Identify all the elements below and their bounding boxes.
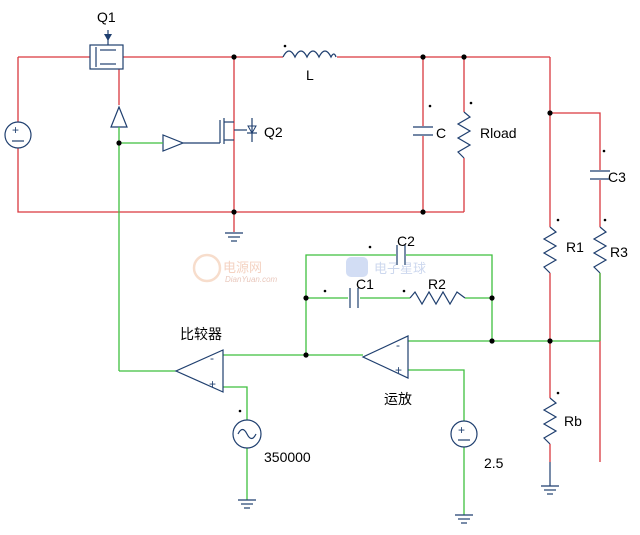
svg-text:+: +	[209, 377, 216, 391]
rb-resistor: Rb	[542, 391, 582, 445]
q2-mosfet: Q2	[162, 118, 283, 152]
watermark-left-brand: 电源网	[223, 260, 262, 275]
q1-mosfet: Q1	[89, 9, 124, 70]
inductor-label: L	[306, 67, 314, 83]
watermark-left-url: DianYuan.com	[225, 275, 278, 284]
watermark-right-brand: 电子星球	[374, 261, 426, 276]
junction-dots	[116, 54, 553, 358]
q1-label: Q1	[97, 9, 116, 25]
svg-text:+: +	[458, 423, 465, 437]
svg-text:-: -	[210, 351, 214, 365]
c1-label: C1	[356, 276, 374, 292]
c3-label: C3	[608, 169, 626, 185]
rb-label: Rb	[564, 413, 582, 429]
output-capacitor: C	[413, 104, 446, 141]
dianyuan-logo-icon	[192, 253, 222, 283]
opamp-label: 运放	[384, 391, 412, 407]
ramp-source-label: 350000	[264, 449, 311, 465]
r2-resistor: R2	[402, 276, 466, 306]
load-resistor: Rload	[456, 101, 517, 159]
q2-label: Q2	[264, 124, 283, 140]
rb-ground-icon	[541, 462, 559, 495]
c2-capacitor: C2	[368, 233, 415, 265]
reference-ground-icon	[455, 514, 473, 524]
q1-gate-driver	[110, 105, 128, 128]
input-voltage-source: +	[4, 121, 32, 149]
reference-dc-source: + 2.5	[450, 420, 504, 471]
load-label: Rload	[480, 125, 517, 141]
svg-text:-: -	[396, 338, 400, 352]
ramp-ac-source: 350000	[232, 409, 311, 465]
r2-label: R2	[428, 276, 446, 292]
c2-label: C2	[397, 233, 415, 249]
r1-label: R1	[566, 239, 584, 255]
ramp-ground-icon	[238, 499, 256, 509]
c1-capacitor: C1	[323, 276, 374, 308]
watermark-dianyuan: 电源网 DianYuan.com	[192, 253, 278, 284]
planet-logo-icon	[346, 257, 368, 277]
power-stage-wires	[17, 56, 601, 462]
power-ground-icon	[225, 232, 243, 242]
r3-label: R3	[610, 244, 628, 260]
inductor-l: L	[282, 44, 337, 83]
r3-resistor: R3	[592, 218, 628, 274]
q2-gate-driver	[162, 134, 185, 152]
svg-text:+: +	[12, 123, 19, 137]
comparator: - + 比较器	[174, 326, 224, 393]
opamp: - + 运放	[361, 335, 412, 407]
comparator-label: 比较器	[180, 326, 222, 342]
r1-resistor: R1	[542, 218, 584, 274]
reference-source-label: 2.5	[484, 455, 504, 471]
c3-capacitor: C3	[590, 149, 626, 185]
capacitor-label: C	[436, 125, 446, 141]
svg-text:+: +	[395, 363, 402, 377]
control-loop-wires	[118, 127, 601, 515]
watermark-dianzixingqiu: 电子星球	[346, 257, 426, 277]
